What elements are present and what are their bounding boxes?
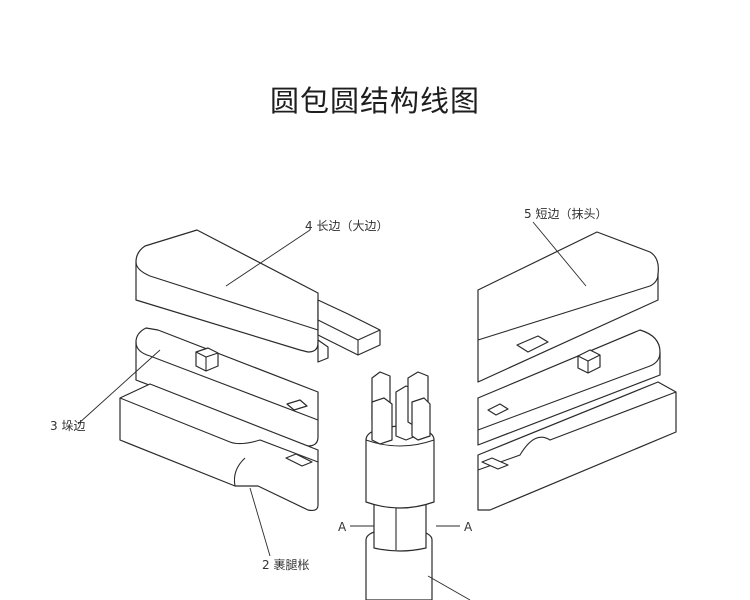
side-edge-piece: [135, 327, 319, 447]
long-edge-leader: [225, 229, 311, 287]
short-edge-piece: [477, 231, 659, 383]
leg-rail-piece: [119, 383, 319, 512]
short-edge-leader: [532, 221, 587, 287]
leg-rail-label: 2 裹腿枨: [262, 557, 309, 572]
long-edge-piece: [135, 229, 381, 363]
section-marker-right: A: [464, 520, 473, 534]
right-side-edge-piece: [477, 329, 661, 446]
side-edge-leader: [77, 349, 161, 425]
leg-piece: [350, 371, 471, 600]
diagram-title: 圆包圆结构线图: [269, 84, 480, 118]
long-edge-label: 4 长边（大边）: [305, 219, 388, 233]
leg-rail-leader: [249, 487, 271, 557]
side-edge-label: 3 垛边: [50, 418, 85, 433]
right-leg-rail-piece: [477, 381, 677, 511]
short-edge-label: 5 短边（抹头）: [524, 207, 607, 221]
section-marker-left: A: [338, 520, 347, 534]
